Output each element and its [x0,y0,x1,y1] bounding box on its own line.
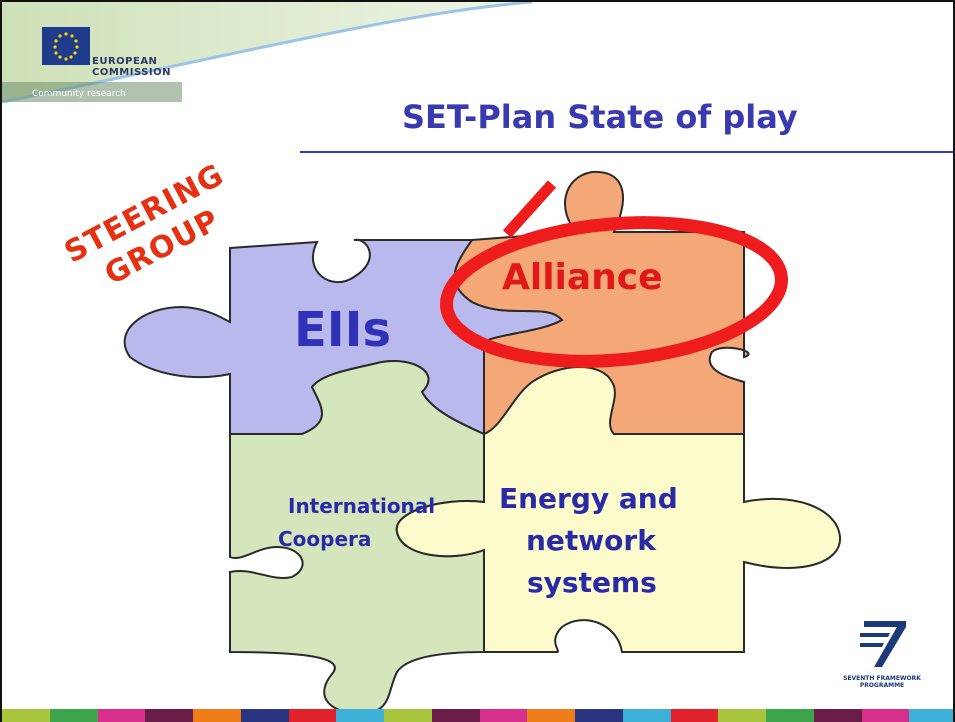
fp7-text-line1: SEVENTH FRAMEWORK [843,675,921,682]
label-international-line2: Coopera [278,527,372,551]
header-swoosh [2,2,532,104]
footer-color-segment [240,709,289,722]
fp7-logo-icon [860,621,906,667]
footer-color-segment [766,709,814,722]
title-underline [300,151,953,153]
label-international-line1: International [288,494,436,518]
footer-color-segment [49,709,98,722]
footer-color-segment [2,709,50,722]
footer-color-segment [288,709,337,722]
footer-color-segment [575,709,623,722]
footer-color-segment [813,709,862,722]
footer-color-segment [97,709,146,722]
puzzle-piece-international [229,360,485,716]
footer-color-segment [527,709,575,722]
logo-text-european: EUROPEAN [92,56,158,67]
label-eiis: EIIs [294,302,392,358]
fp7-text-line2: PROGRAMME [859,682,905,689]
footer-color-segment [670,709,719,722]
logo-text-commission: COMMISSION [92,67,172,78]
footer-color-segment [479,709,528,722]
fp7-logo: SEVENTH FRAMEWORK PROGRAMME [842,617,922,689]
footer-color-segment [145,709,193,722]
footer-color-segment [909,709,953,722]
footer-color-segment [336,709,384,722]
footer-color-bar [2,709,953,722]
footer-color-segment [431,709,480,722]
alliance-ring-tail [502,180,557,238]
label-energy-line2: network [526,524,656,557]
slide-title: SET-Plan State of play [402,98,798,136]
puzzle-piece-energy [395,366,842,653]
footer-color-segment [861,709,910,722]
eu-flag-icon [42,27,90,65]
label-energy-line1: Energy and [499,482,678,515]
label-energy-line3: systems [527,566,657,599]
community-research-label: Community research [32,89,126,99]
footer-color-segment [622,709,671,722]
alliance-highlight-ring [440,216,788,368]
eu-logo [42,27,222,87]
footer-color-segment [718,709,766,722]
label-alliance: Alliance [502,257,663,298]
footer-color-segment [193,709,241,722]
footer-color-segment [384,709,432,722]
